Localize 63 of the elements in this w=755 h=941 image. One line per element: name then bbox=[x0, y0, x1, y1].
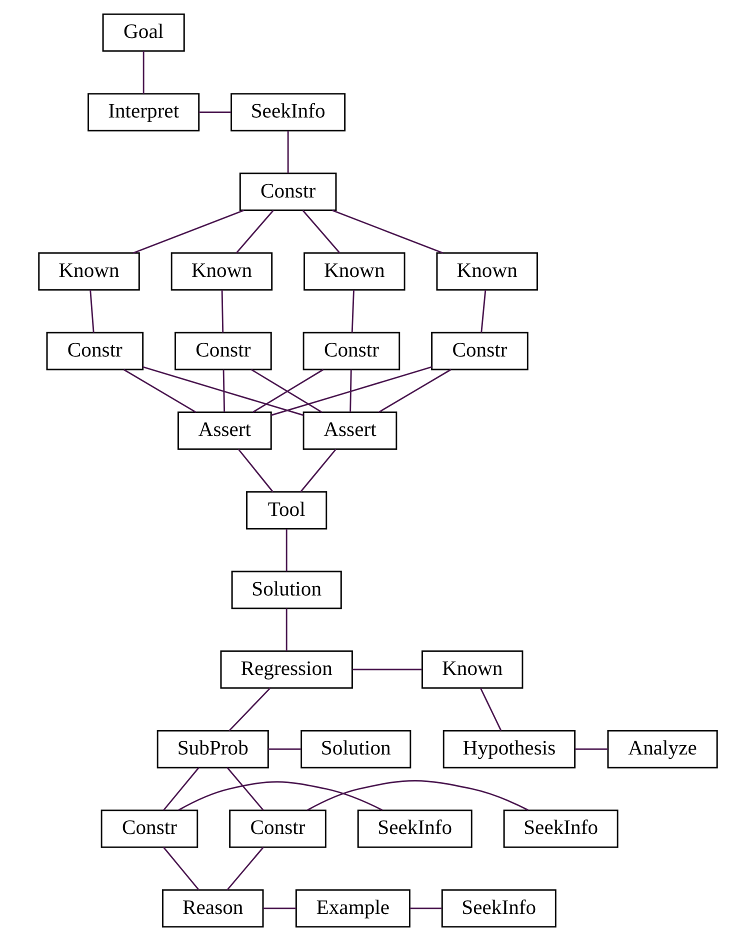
connector bbox=[132, 210, 244, 254]
connector bbox=[302, 210, 340, 254]
node-box: Known bbox=[303, 252, 405, 291]
connector bbox=[479, 688, 502, 732]
node-box: Known bbox=[170, 252, 272, 291]
node-box: Regression bbox=[220, 650, 352, 689]
node-box: Hypothesis bbox=[442, 730, 576, 768]
node-box: Known bbox=[436, 252, 538, 291]
node-box: Analyze bbox=[606, 730, 718, 768]
connector bbox=[222, 370, 225, 412]
connector bbox=[574, 748, 608, 750]
connector bbox=[270, 366, 432, 416]
connector bbox=[352, 668, 422, 670]
node-box: Solution bbox=[230, 570, 342, 610]
node-box: Constr bbox=[238, 172, 336, 212]
node-box: Constr bbox=[228, 810, 326, 848]
connector bbox=[142, 366, 304, 416]
connector bbox=[350, 290, 354, 333]
connector bbox=[228, 688, 270, 732]
node-box: Solution bbox=[300, 730, 411, 768]
connector bbox=[331, 210, 443, 254]
connector bbox=[142, 51, 144, 94]
connector bbox=[268, 748, 301, 750]
connector bbox=[198, 112, 230, 113]
connector bbox=[89, 290, 94, 333]
node-box: SeekInfo bbox=[356, 810, 472, 848]
node-box: Reason bbox=[162, 889, 264, 928]
node-box: Tool bbox=[246, 491, 327, 530]
connector bbox=[162, 767, 199, 811]
node-box: Constr bbox=[46, 332, 144, 370]
node-box: Example bbox=[294, 889, 410, 928]
node-box: Constr bbox=[302, 332, 400, 370]
connector bbox=[285, 608, 287, 652]
node-box: Known bbox=[421, 650, 523, 689]
node-box: Known bbox=[38, 252, 140, 291]
connector bbox=[122, 368, 196, 413]
connector bbox=[300, 448, 336, 492]
connector bbox=[285, 528, 287, 572]
connector bbox=[237, 448, 273, 492]
connector bbox=[480, 290, 486, 333]
connector bbox=[226, 767, 264, 811]
connector bbox=[378, 368, 451, 413]
node-box: Goal bbox=[102, 13, 184, 52]
node-box: Constr bbox=[100, 810, 198, 848]
connector bbox=[286, 130, 288, 174]
connector bbox=[262, 908, 296, 910]
node-box: Assert bbox=[302, 412, 397, 450]
node-box: Constr bbox=[430, 332, 528, 370]
connector bbox=[162, 846, 199, 890]
node-box: Assert bbox=[176, 412, 272, 450]
connector bbox=[178, 781, 382, 811]
node-box: SubProb bbox=[156, 730, 268, 768]
node-box: SeekInfo bbox=[440, 889, 556, 928]
connector bbox=[306, 780, 528, 811]
node-box: Interpret bbox=[87, 93, 200, 132]
node-box: SeekInfo bbox=[230, 93, 346, 132]
connector bbox=[226, 846, 264, 890]
connector bbox=[235, 210, 274, 254]
connector bbox=[349, 370, 352, 412]
node-box: SeekInfo bbox=[502, 810, 618, 848]
connector bbox=[409, 908, 442, 910]
connector bbox=[220, 290, 224, 333]
node-box: Constr bbox=[174, 332, 272, 370]
